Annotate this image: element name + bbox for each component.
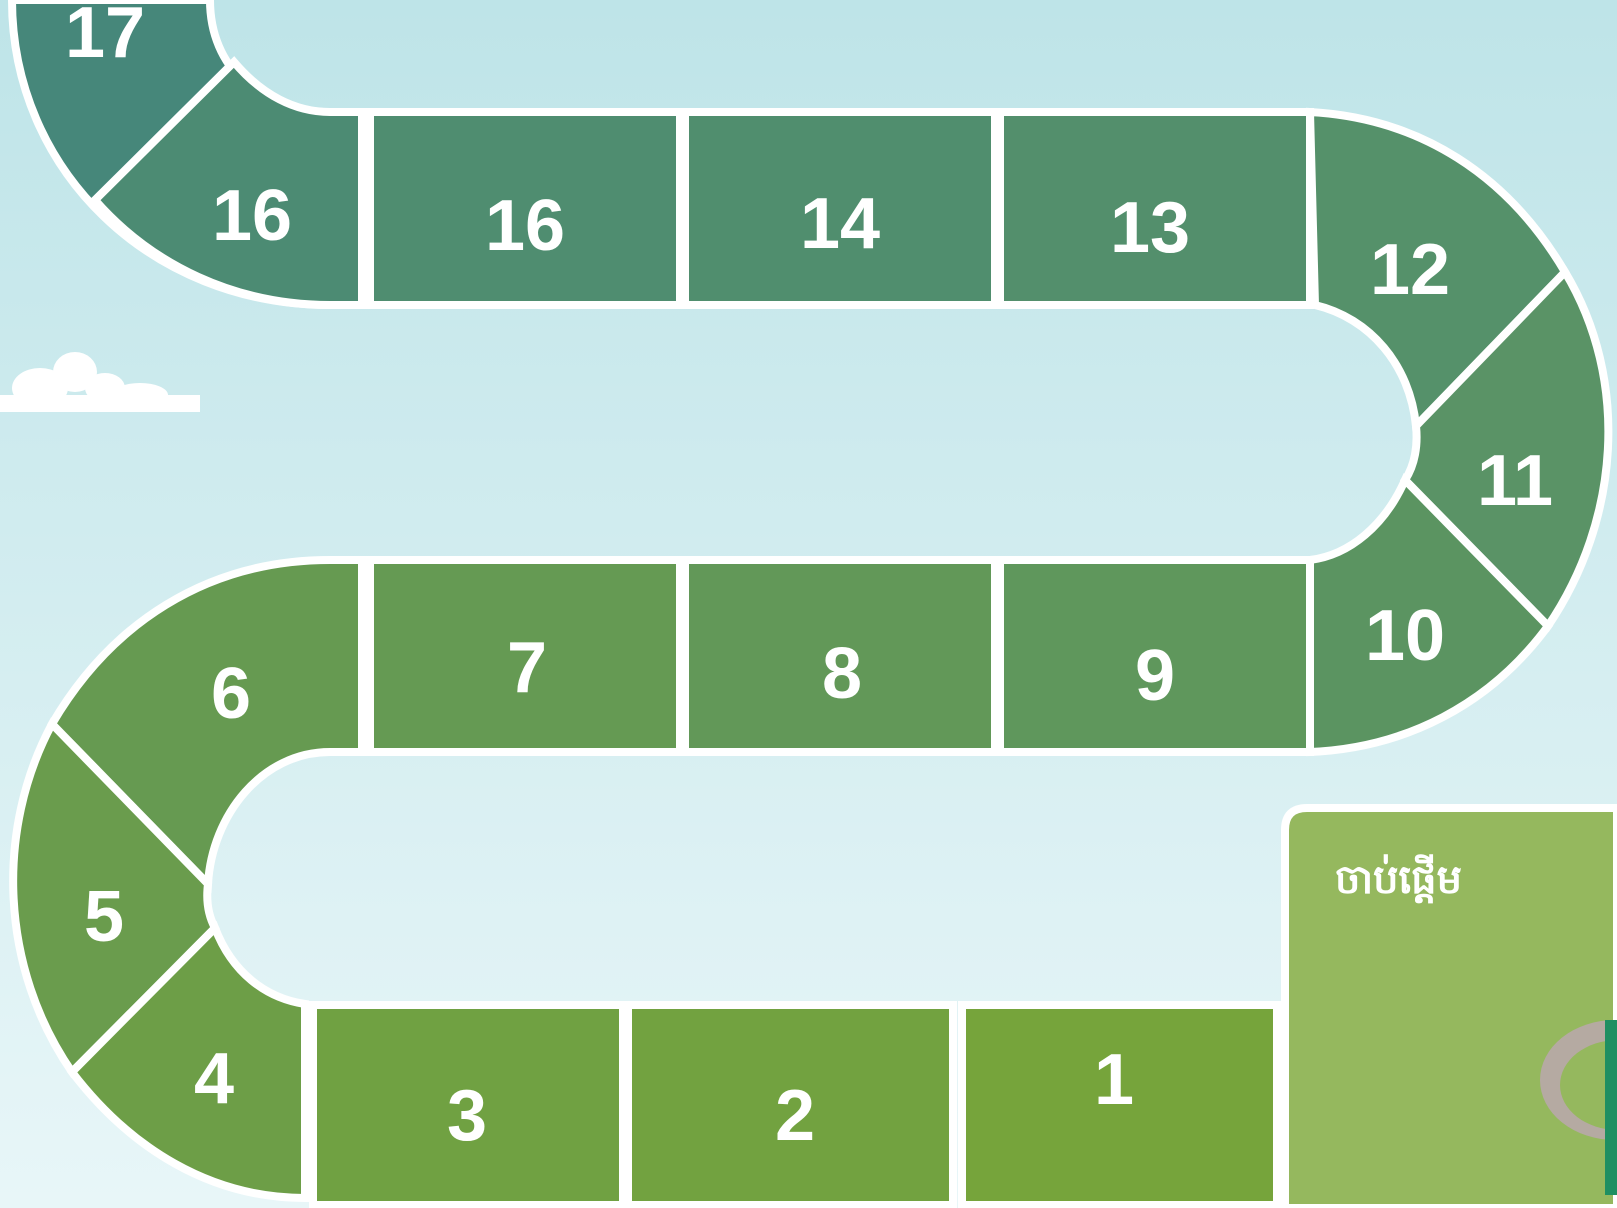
square-number-2: 2 xyxy=(775,1076,815,1156)
square-number-16a: 16 xyxy=(212,176,292,256)
square-number-6: 6 xyxy=(211,654,251,734)
square-number-11: 11 xyxy=(1477,441,1553,521)
square-number-13: 13 xyxy=(1110,188,1190,268)
square-number-10: 10 xyxy=(1365,596,1445,676)
square-number-7: 7 xyxy=(507,628,547,708)
square-number-5: 5 xyxy=(84,877,124,957)
square-number-16b: 16 xyxy=(485,186,565,266)
square-number-12: 12 xyxy=(1370,230,1450,310)
start-label: ចាប់ផ្តើម xyxy=(1335,854,1462,904)
square-number-1: 1 xyxy=(1094,1040,1134,1120)
square-number-14: 14 xyxy=(800,184,880,264)
square-number-4: 4 xyxy=(194,1039,234,1119)
square-number-8: 8 xyxy=(822,634,862,714)
square-number-9: 9 xyxy=(1135,636,1175,716)
square-number-3: 3 xyxy=(447,1076,487,1156)
start-panel[interactable]: ចាប់ផ្តើម xyxy=(1285,808,1617,1208)
square-number-17: 17 xyxy=(65,0,145,73)
